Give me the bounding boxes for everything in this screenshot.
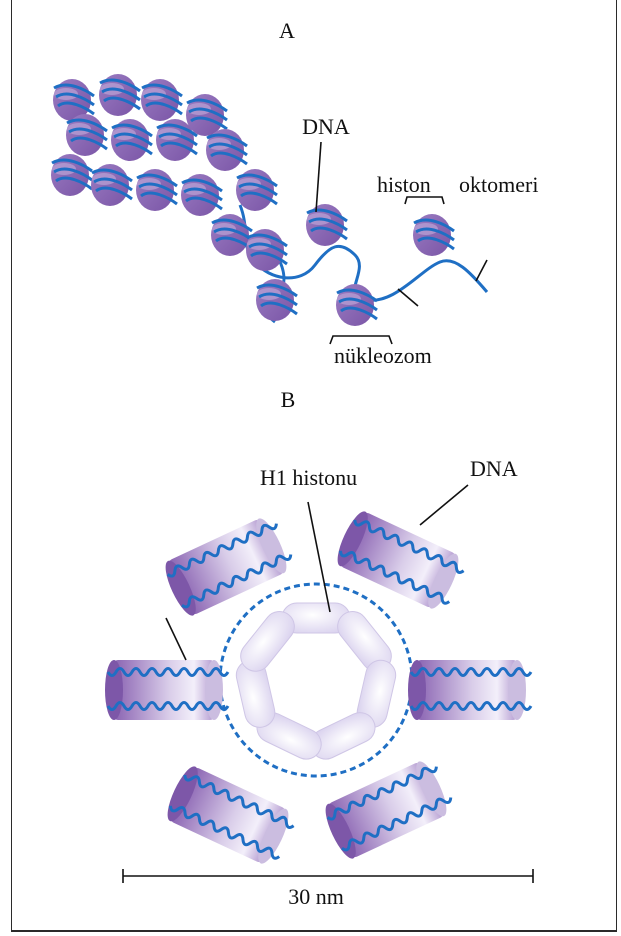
nucleosome-cylinder bbox=[408, 660, 531, 720]
dna-label-a: DNA bbox=[302, 114, 350, 139]
nucleosome bbox=[99, 74, 140, 116]
nucleosome-label: nükleozom bbox=[334, 343, 432, 368]
nucleosome-cylinder bbox=[332, 508, 469, 614]
dna-pointer-b bbox=[420, 485, 468, 525]
nucleosome-pointer bbox=[398, 289, 418, 306]
panel-a: A DNA histon oktomeri nükleozom bbox=[51, 18, 538, 368]
nucleosome bbox=[51, 154, 92, 196]
nucleosome bbox=[256, 279, 297, 321]
solenoid-ring bbox=[105, 508, 531, 869]
nucleosome-cylinder bbox=[105, 660, 228, 720]
nucleosome-cluster bbox=[51, 74, 454, 326]
nucleosome bbox=[111, 119, 152, 161]
dna-label-b: DNA bbox=[470, 456, 518, 481]
nucleosome bbox=[236, 169, 277, 211]
dna-end-pointer bbox=[476, 260, 487, 281]
nucleosome bbox=[206, 129, 247, 171]
nucleosome bbox=[336, 284, 377, 326]
nucleosome bbox=[211, 214, 252, 256]
nucleosome-pointer-b bbox=[166, 618, 186, 660]
nucleosome-cylinder bbox=[162, 763, 299, 869]
scale-label: 30 nm bbox=[288, 884, 344, 909]
nucleosome bbox=[181, 174, 222, 216]
nucleosome bbox=[141, 79, 182, 121]
panel-b-label: B bbox=[281, 387, 296, 412]
nucleosome bbox=[413, 214, 454, 256]
dna-pointer-a bbox=[316, 142, 321, 212]
nucleosome bbox=[91, 164, 132, 206]
panel-a-label: A bbox=[279, 18, 295, 43]
nucleosome bbox=[306, 204, 347, 246]
h1-histone-label: H1 histonu bbox=[260, 465, 357, 490]
panel-b: B H1 histonu DNA 30 nm bbox=[105, 387, 533, 909]
histone-bracket bbox=[405, 197, 444, 204]
nucleosome bbox=[136, 169, 177, 211]
nucleosome-cylinder bbox=[160, 513, 297, 619]
histone-label: histon bbox=[377, 172, 431, 197]
h1-histone-core bbox=[233, 603, 398, 764]
nucleosome bbox=[66, 114, 107, 156]
octamer-label: oktomeri bbox=[459, 172, 538, 197]
h1-pointer bbox=[308, 502, 330, 612]
